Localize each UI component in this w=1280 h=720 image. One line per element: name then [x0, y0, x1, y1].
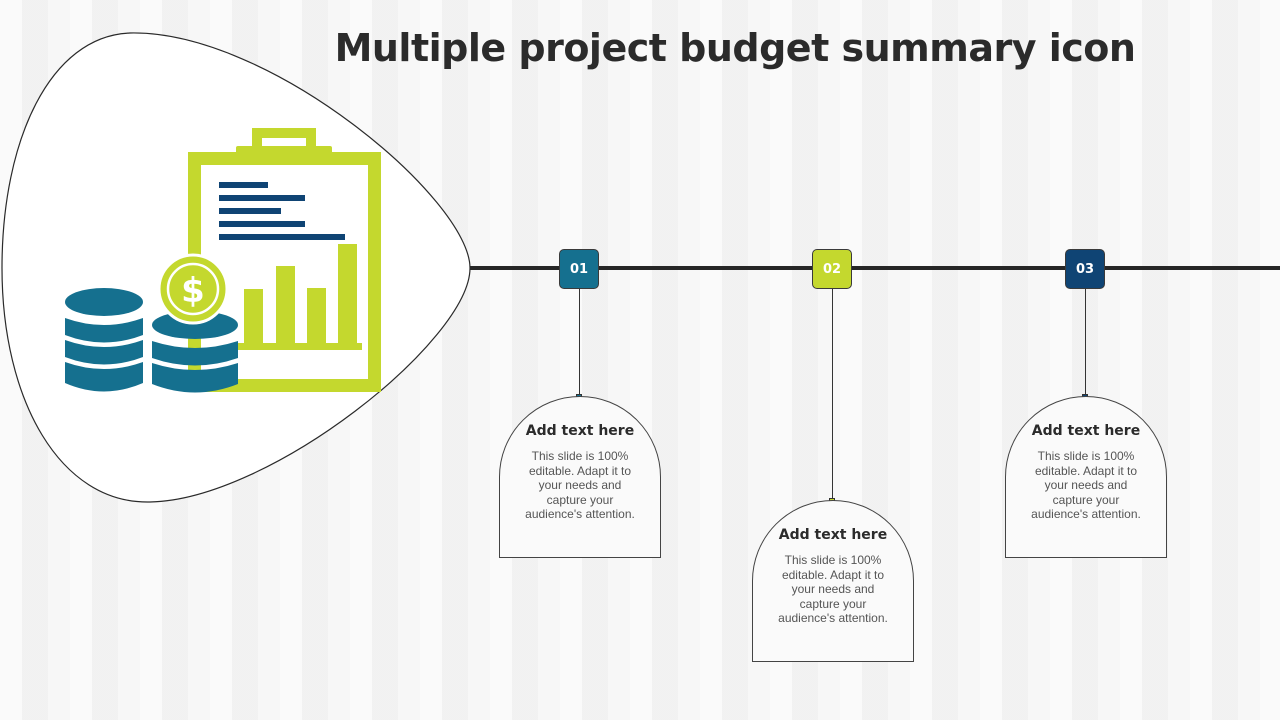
- connector-line: [832, 289, 833, 501]
- coin-stack-icon: [65, 288, 143, 392]
- dollar-symbol: $: [181, 271, 205, 311]
- step-card-body: This slide is 100% editable. Adapt it to…: [1031, 449, 1141, 521]
- project-budget-icon: $: [65, 128, 381, 393]
- step-card-01: Add text here This slide is 100% editabl…: [499, 396, 661, 558]
- connector-line: [579, 289, 580, 397]
- step-badge-03: 03: [1065, 249, 1105, 289]
- step-card-02: Add text here This slide is 100% editabl…: [752, 500, 914, 662]
- clipboard-icon: [188, 128, 381, 392]
- step-card-title: Add text here: [1031, 423, 1141, 439]
- timeline-line: [470, 266, 1280, 270]
- step-card-body: This slide is 100% editable. Adapt it to…: [525, 449, 635, 521]
- document-lines-icon: [219, 182, 345, 240]
- step-badge-01: 01: [559, 249, 599, 289]
- step-card-title: Add text here: [525, 423, 635, 439]
- bar-chart-icon: [238, 244, 362, 350]
- dollar-coin-icon: $: [157, 253, 229, 325]
- step-card-03: Add text here This slide is 100% editabl…: [1005, 396, 1167, 558]
- connector-line: [1085, 289, 1086, 397]
- step-badge-02: 02: [812, 249, 852, 289]
- step-card-title: Add text here: [778, 527, 888, 543]
- slide-title: Multiple project budget summary icon: [334, 26, 1136, 70]
- step-card-body: This slide is 100% editable. Adapt it to…: [778, 553, 888, 625]
